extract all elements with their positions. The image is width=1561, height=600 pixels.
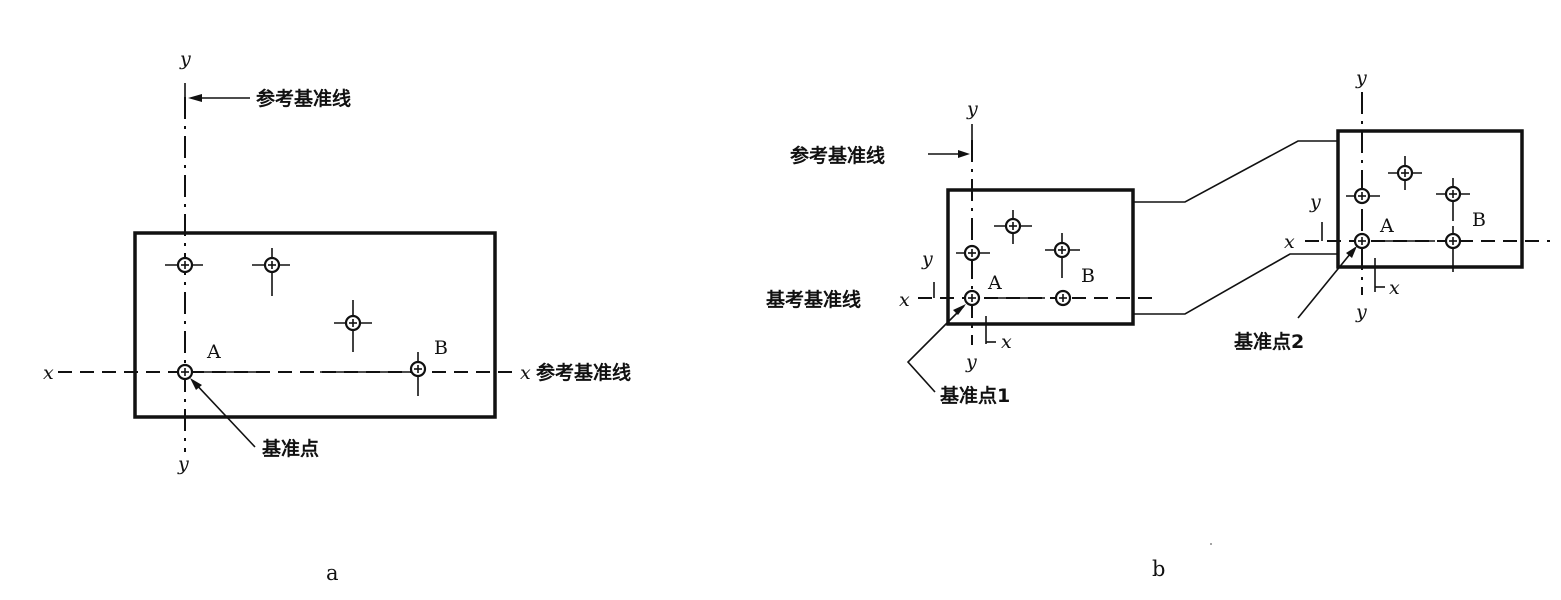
b2-axis-y-side-label: y bbox=[1309, 191, 1321, 213]
hole-b2-2 bbox=[1388, 156, 1422, 190]
b2-datum-point-label: 基准点2 bbox=[1233, 330, 1304, 353]
hole-b bbox=[409, 352, 427, 396]
b1-axis-y-side-label: y bbox=[921, 248, 933, 270]
speck-mark bbox=[1210, 543, 1212, 545]
hole-3 bbox=[334, 300, 372, 352]
b1-axis-y-top-label: y bbox=[966, 98, 978, 120]
connector-top bbox=[1133, 140, 1338, 203]
b1-reference-line-left-label: 基考基准线 bbox=[765, 288, 861, 311]
hole-b-label: B bbox=[434, 337, 448, 359]
hole-a-1 bbox=[963, 289, 981, 307]
b2-axis-x-bottom-label: x bbox=[1389, 277, 1400, 299]
b2-hole-b-label: B bbox=[1472, 209, 1486, 231]
reference-line-top-label: 参考基准线 bbox=[256, 87, 351, 110]
b1-datum-point-label: 基准点1 bbox=[939, 384, 1010, 407]
b1-axis-y-bottom-label: y bbox=[965, 351, 977, 373]
part-outline-b2 bbox=[1336, 129, 1524, 269]
b2-axis-y-bottom-label: y bbox=[1355, 301, 1367, 323]
b1-reference-line-top-label: 参考基准线 bbox=[790, 144, 885, 167]
connector-bottom bbox=[1133, 253, 1338, 315]
hole-1 bbox=[165, 256, 203, 274]
hole-b1-1 bbox=[956, 244, 990, 262]
b1-hole-a-label: A bbox=[987, 272, 1002, 294]
part-outline-b1 bbox=[946, 188, 1135, 326]
caption-a: a bbox=[326, 561, 339, 585]
hole-b-1 bbox=[1054, 289, 1072, 307]
figure-a: y y x x 参考基准线 参考基准线 基准点 A B a bbox=[43, 48, 631, 585]
hole-b2-3 bbox=[1436, 178, 1470, 221]
axis-x-left-label: x bbox=[43, 362, 54, 384]
hole-b1-3 bbox=[1045, 233, 1080, 278]
axis-y-top-label: y bbox=[179, 48, 191, 70]
reference-line-right-label: 参考基准线 bbox=[536, 361, 631, 384]
hole-b2-1 bbox=[1346, 187, 1380, 205]
axis-y-bottom-label: y bbox=[177, 453, 189, 475]
figure-b: y y y x x 参考基准线 基考基准线 基准点1 A B bbox=[765, 67, 1550, 581]
b1-hole-b-label: B bbox=[1081, 265, 1095, 287]
part-outline-a bbox=[133, 231, 497, 419]
part-1: y y y x x 参考基准线 基考基准线 基准点1 A B bbox=[765, 98, 1160, 407]
b2-axis-y-top-label: y bbox=[1355, 67, 1367, 89]
axis-x-right-label: x bbox=[520, 362, 531, 384]
hole-2 bbox=[252, 248, 290, 296]
b2-axis-x-side-label: x bbox=[1284, 231, 1295, 253]
hole-b1-2 bbox=[994, 210, 1032, 244]
b1-axis-x-bottom-label: x bbox=[1001, 331, 1012, 353]
hole-b-2 bbox=[1444, 226, 1462, 272]
datum-point-label: 基准点 bbox=[261, 437, 319, 460]
hole-a-2 bbox=[1353, 232, 1371, 250]
caption-b: b bbox=[1152, 557, 1165, 581]
b2-hole-a-label: A bbox=[1379, 215, 1394, 237]
part-2: y y y x x 基准点2 A B bbox=[1233, 67, 1550, 353]
b1-axis-x-side-label: x bbox=[899, 289, 910, 311]
hole-a bbox=[176, 363, 194, 381]
hole-a-label: A bbox=[206, 341, 221, 363]
